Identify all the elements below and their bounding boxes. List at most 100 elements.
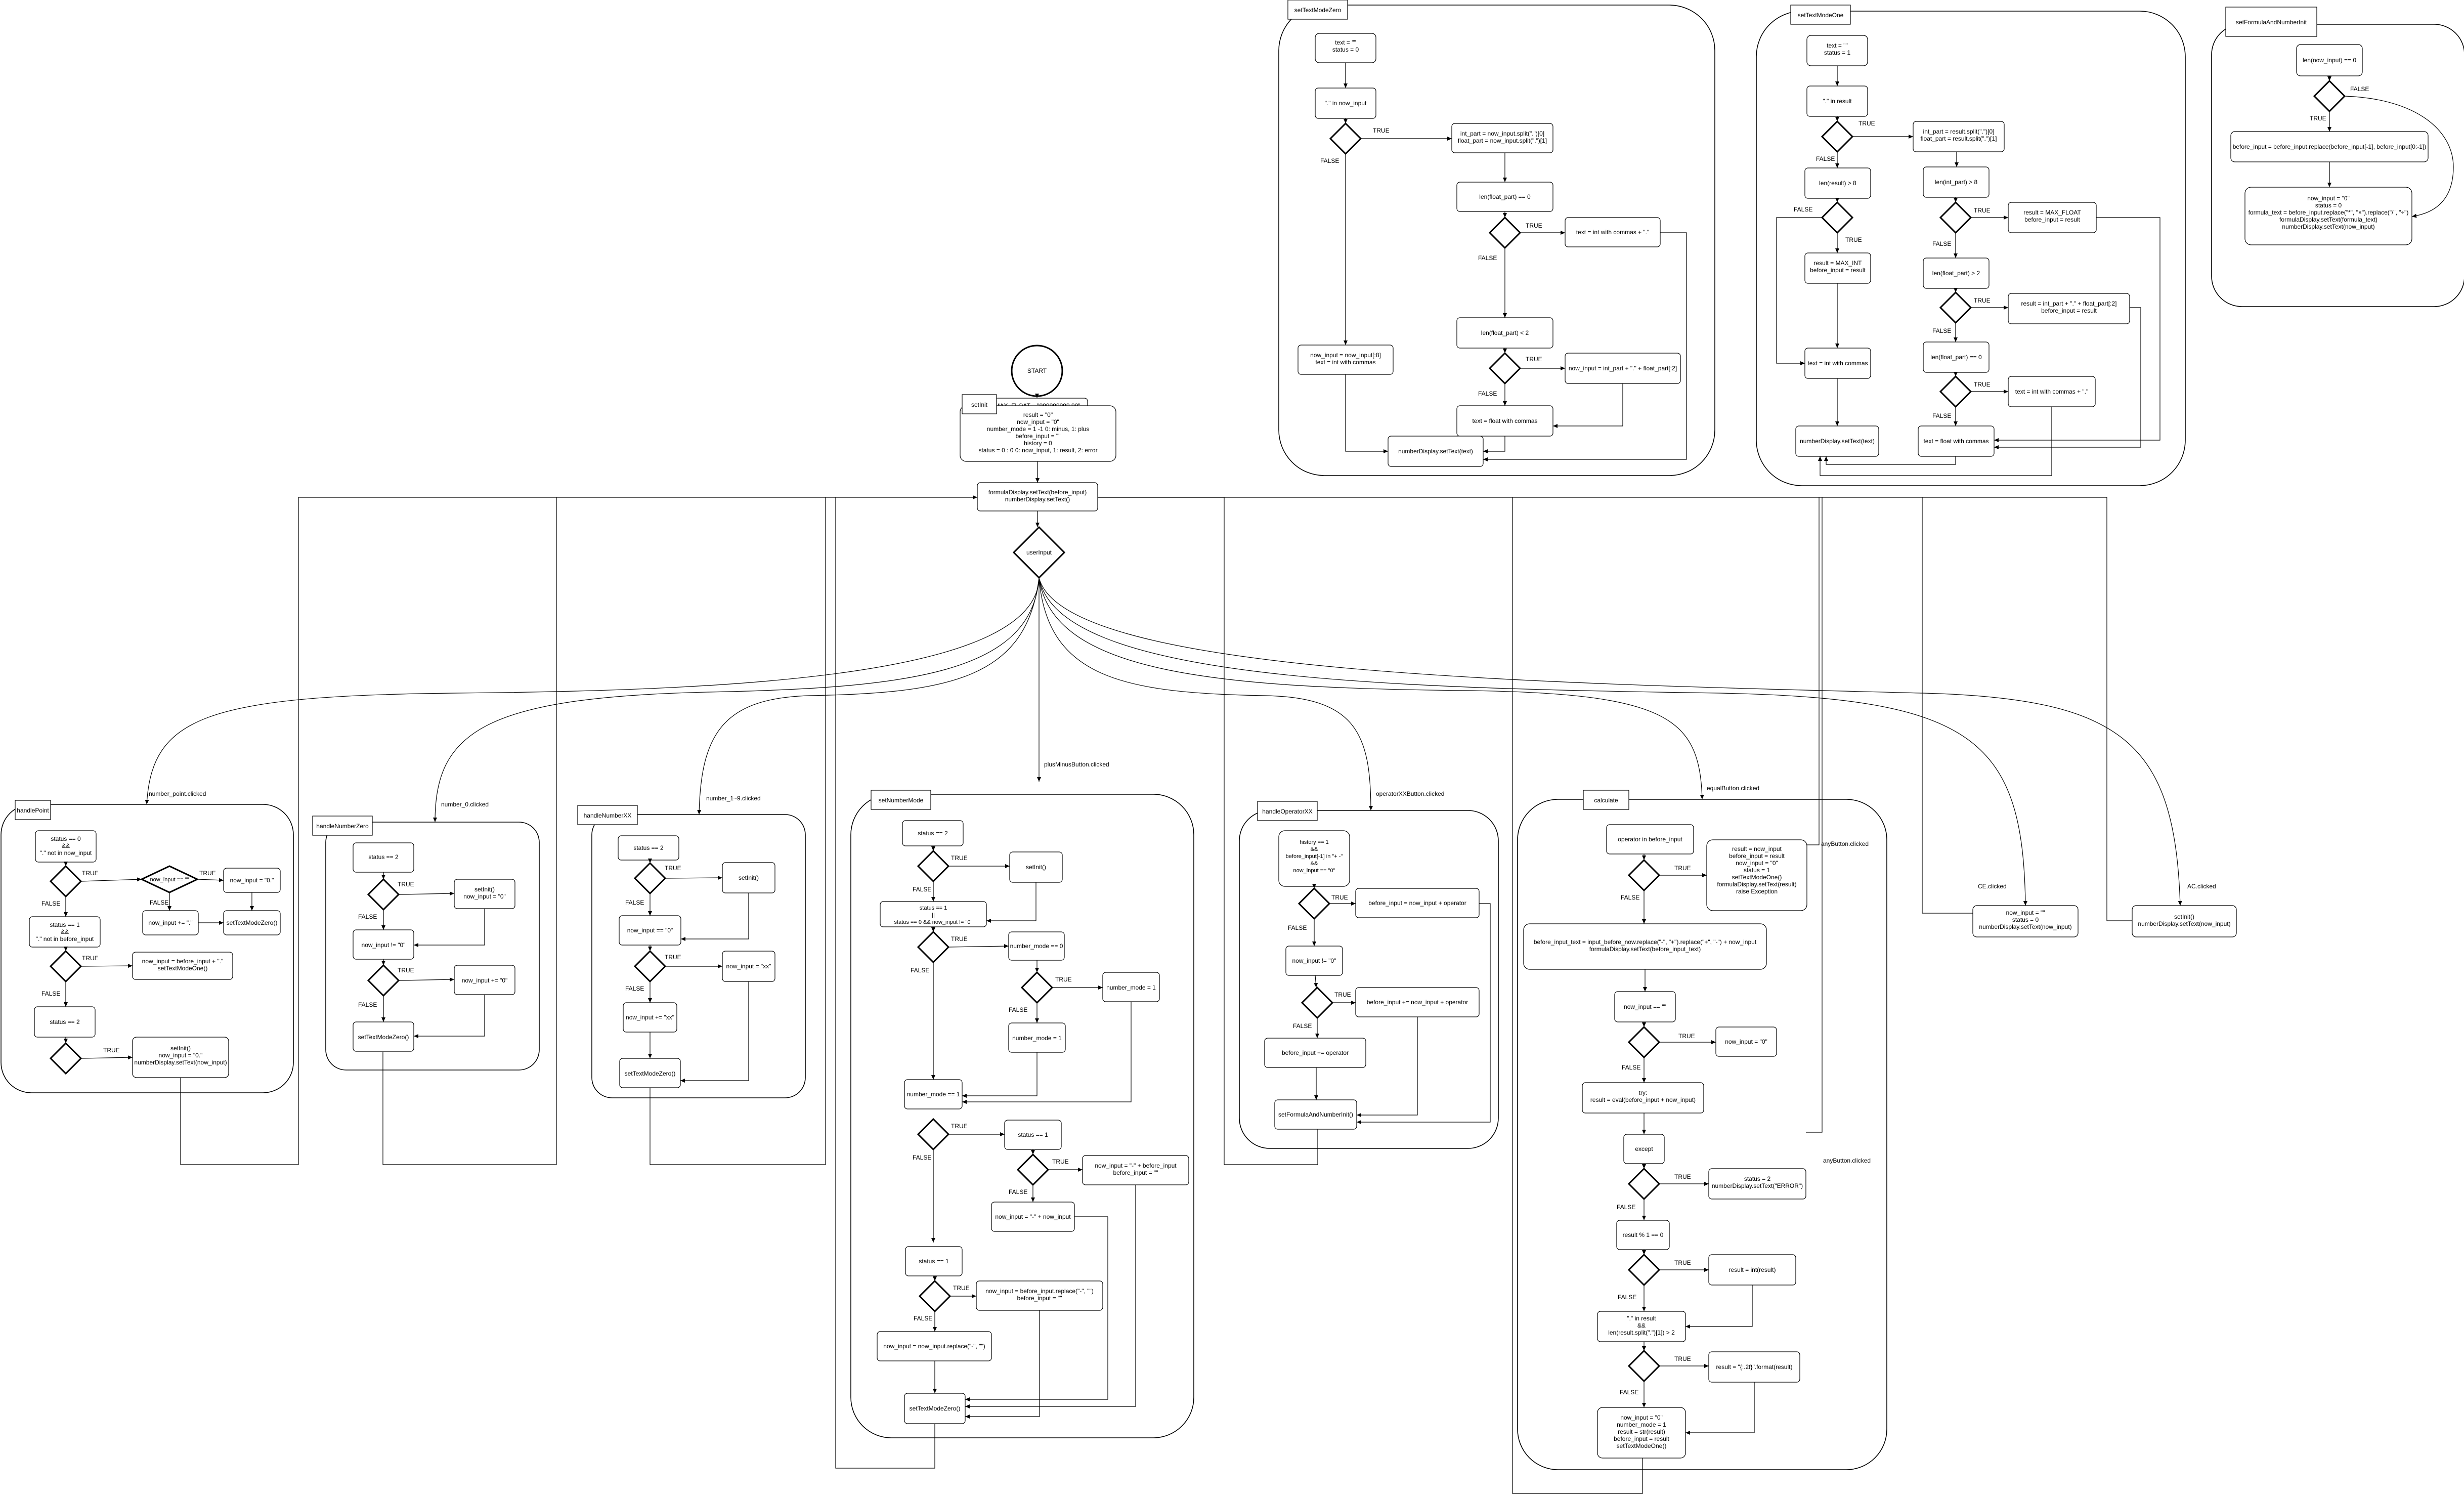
text-line: numberDisplay.setText("ERROR") xyxy=(1712,1182,1803,1189)
hp-set1-text: now_input = "0." xyxy=(230,877,274,884)
sn-dia1 xyxy=(917,849,950,883)
sn-s2-box xyxy=(902,820,964,846)
text-line: float_part = now_input.split(".")[1] xyxy=(1458,137,1547,144)
hp-true-1: TRUE xyxy=(82,870,99,877)
text-line: before_input = "" xyxy=(1113,1169,1158,1176)
t1-disp-text: numberDisplay.setText(text) xyxy=(1800,438,1875,445)
t1-false-res: FALSE xyxy=(1794,206,1812,213)
text-line: before_input = result xyxy=(1729,852,1785,860)
t0-split-text: int_part = now_input.split(".")[0]float_… xyxy=(1458,130,1547,144)
hz-add-text: now_input += "0" xyxy=(462,977,508,984)
text-line: && xyxy=(62,842,70,849)
set-number-mode-group: status == 2 setInit() status == 1||statu… xyxy=(877,820,1189,1424)
sn-s2-text: status == 2 xyxy=(918,830,948,837)
text-line: result = str(result) xyxy=(1618,1428,1665,1435)
c-dia5 xyxy=(1627,1349,1661,1383)
text-line: status == 0 xyxy=(51,835,81,842)
text-line: "." not in before_input xyxy=(36,935,94,943)
sn-nm1b-text: number_mode = 1 xyxy=(1012,1035,1062,1042)
sn-dia3 xyxy=(1020,971,1054,1004)
t1-false-f0: FALSE xyxy=(1932,412,1951,419)
frame-handle-number-zero xyxy=(325,822,540,1071)
t1-false-f2: FALSE xyxy=(1932,327,1951,334)
ho-set-text: setFormulaAndNumberInit() xyxy=(1278,1111,1353,1118)
sn-false-3: FALSE xyxy=(1009,1006,1027,1013)
hz-dia2 xyxy=(367,964,400,997)
formula-display-text: formulaDisplay.setText(before_input)numb… xyxy=(988,489,1087,503)
text-line: int_part = result.split(".")[0] xyxy=(1923,128,1995,135)
t1-dia-f2 xyxy=(1939,291,1972,324)
t1-true-res: TRUE xyxy=(1845,236,1862,243)
text-line: formulaDisplay.setText(formula_text) xyxy=(2279,216,2377,223)
setinit-tag-main: setInit xyxy=(971,401,988,408)
text-line: formulaDisplay.setText(before_input_text… xyxy=(1589,946,1701,953)
c-dia2 xyxy=(1627,1025,1661,1059)
text-line: now_input == "0" xyxy=(1293,868,1335,874)
sn-ni-text: now_input = "-" + now_input xyxy=(995,1213,1071,1220)
c-true-2: TRUE xyxy=(1678,1033,1695,1040)
t1-maxi-box xyxy=(1804,252,1871,284)
sn-status1-box xyxy=(905,1246,963,1276)
t1-rf-text: result = int_part + "." + float_part[:2]… xyxy=(2021,300,2117,314)
c-op-text: operator in before_input xyxy=(1618,836,1682,843)
c-fmt-text: result = "{:.2f}".format(result) xyxy=(1716,1363,1793,1371)
text-line: float_part = result.split(".")[1] xyxy=(1921,135,1997,142)
t0-split-box xyxy=(1451,123,1553,153)
ho-b3-text: before_input += operator xyxy=(1282,1049,1349,1056)
text-line: now_input = before_input + "." xyxy=(142,958,224,965)
t1-tc-text: text = int with commas + "." xyxy=(2015,388,2089,395)
sn-nm0-text: number_mode == 0 xyxy=(1010,943,1063,950)
edge-ac: AC.clicked xyxy=(2187,883,2216,890)
edge-operator-xx: operatorXXButton.clicked xyxy=(1376,790,1444,797)
text-line: formula_text = before_input.replace("*",… xyxy=(2249,209,2409,216)
t0-dia1 xyxy=(1329,122,1362,155)
text-line: now_input = "0" xyxy=(1736,860,1778,867)
c-false-4: FALSE xyxy=(1618,1294,1636,1301)
sn-dia4 xyxy=(917,1118,950,1151)
edge-any-1: anyButton.clicked xyxy=(1821,840,1869,847)
ho-dia1 xyxy=(1298,887,1331,920)
edge-number-0: number_0.clicked xyxy=(441,801,489,808)
text-line: numberDisplay.setText(now_input) xyxy=(2138,920,2230,927)
sn-true-1: TRUE xyxy=(951,854,968,862)
t1-init-text: text = ""status = 1 xyxy=(1824,42,1851,56)
text-line: now_input = "-" + before_input xyxy=(1095,1162,1177,1169)
c-false-1: FALSE xyxy=(1621,894,1639,901)
text-line: "." in result xyxy=(1627,1315,1656,1322)
hp-cond3-box xyxy=(34,1006,96,1038)
t0-false-2: FALSE xyxy=(1478,254,1497,262)
hx-stz-text: setTextModeZero() xyxy=(625,1070,676,1077)
hx-true-1: TRUE xyxy=(665,865,681,872)
init-state-text: result = "0"now_input = "0"number_mode =… xyxy=(978,411,1097,454)
t1-rf-box xyxy=(2008,293,2130,324)
t1-dia-f0 xyxy=(1939,375,1972,408)
hp-dia2 xyxy=(49,950,82,983)
hz-dia1 xyxy=(367,878,400,911)
hp-init-text: setInit()now_input = "0."numberDisplay.s… xyxy=(134,1045,227,1066)
t1-true-int: TRUE xyxy=(1974,207,1991,214)
text-line: before_input = result xyxy=(2024,216,2080,223)
main-trunk: START MAX_FLOAT = "999999999.99"MAX_INT … xyxy=(960,345,1116,782)
frame-calculate xyxy=(1517,799,1887,1470)
handle-number-zero-group: status == 2 setInit()now_input = "0" now… xyxy=(353,842,515,1052)
sn-false-5: FALSE xyxy=(1009,1188,1027,1195)
c-try-box xyxy=(1582,1082,1704,1114)
frame-set-number-mode xyxy=(850,794,1194,1438)
ho-b3-box xyxy=(1264,1038,1366,1068)
sn-init-text: setInit() xyxy=(1026,864,1046,871)
text-line: before_input = "" xyxy=(1017,1295,1062,1302)
hp-false-np: FALSE xyxy=(150,899,168,906)
c-false-2: FALSE xyxy=(1622,1064,1640,1071)
sn-nm1a-text: number_mode = 1 xyxy=(1106,984,1156,991)
text-line: && xyxy=(1311,846,1318,852)
text-line: raise Exception xyxy=(1736,888,1778,895)
ho-b2-text: before_input += now_input + operator xyxy=(1367,999,1468,1006)
sn-status1-text: status == 1 xyxy=(919,1258,949,1265)
text-line: && xyxy=(1311,861,1318,867)
text-line: setInit() xyxy=(170,1045,191,1052)
sn-stz-text: setTextModeZero() xyxy=(910,1405,961,1412)
tab-set-text-mode-one: setTextModeOne xyxy=(1798,12,1844,19)
